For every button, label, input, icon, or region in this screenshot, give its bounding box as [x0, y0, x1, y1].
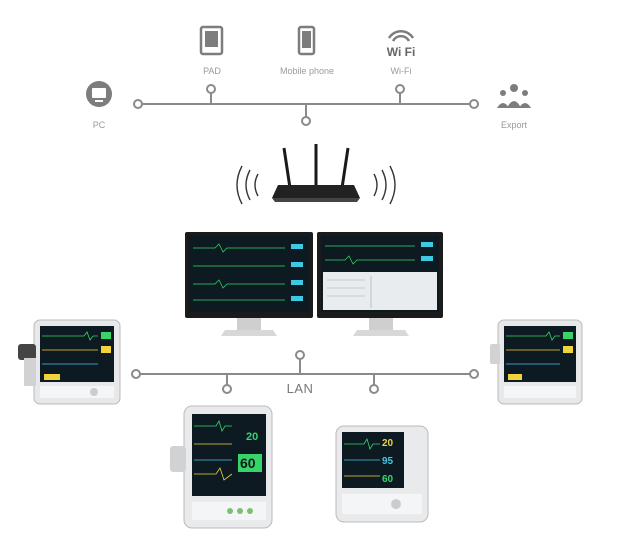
bus-node-wifi — [395, 84, 405, 94]
svg-text:95: 95 — [382, 456, 394, 467]
wireless-router-icon — [236, 144, 396, 205]
patient-monitor-bottom-left: 20 60 — [170, 405, 273, 529]
bus-node-right — [469, 99, 479, 109]
top-network-diagram: Wi Fi — [86, 25, 531, 126]
dual-monitor-workstation-icon — [185, 232, 443, 336]
patient-monitor-left — [18, 319, 121, 405]
tablet-icon — [199, 25, 224, 56]
patient-monitor-bottom-right: 20 95 60 — [335, 425, 429, 523]
pc-label: PC — [92, 120, 106, 130]
svg-text:20: 20 — [246, 431, 258, 443]
mobile-phone-label: Mobile phone — [279, 66, 335, 76]
svg-text:20: 20 — [382, 438, 394, 449]
lan-bus-diagram — [131, 350, 479, 394]
svg-text:60: 60 — [240, 455, 256, 471]
svg-text:60: 60 — [382, 474, 394, 485]
monitor-icon — [86, 81, 112, 107]
bus-node-center — [301, 116, 311, 126]
pad-label: PAD — [203, 66, 221, 76]
wifi-label: Wi-Fi — [390, 66, 412, 76]
patient-monitor-right — [490, 319, 583, 405]
bus-node-left — [133, 99, 143, 109]
wifi-icon: Wi Fi — [387, 29, 416, 59]
lan-label: LAN — [286, 381, 314, 396]
svg-text:Wi Fi: Wi Fi — [387, 45, 416, 59]
people-icon — [497, 84, 531, 108]
bus-node-pad — [206, 84, 216, 94]
phone-icon — [297, 25, 316, 56]
export-label: Export — [500, 120, 527, 130]
